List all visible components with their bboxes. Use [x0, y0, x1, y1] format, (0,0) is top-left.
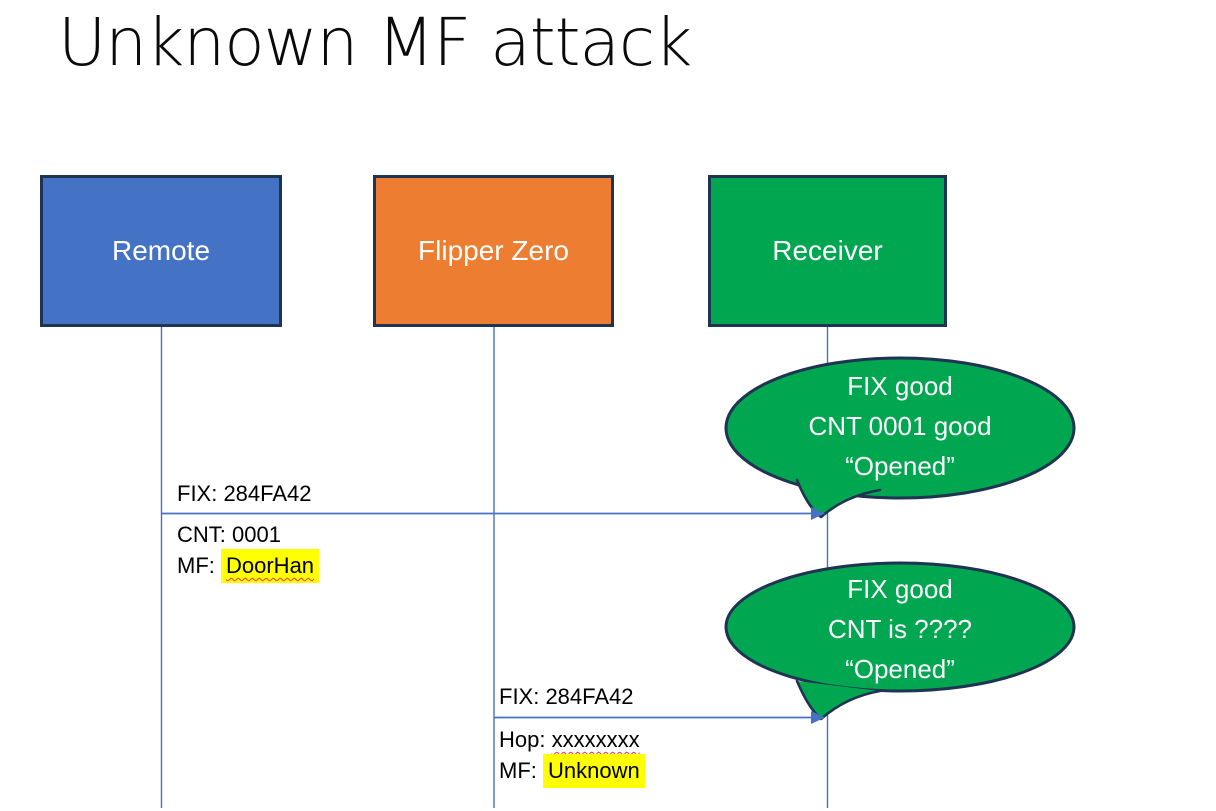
bubble2-line1: FIX good	[847, 574, 953, 604]
bubble2-line2: CNT is ????	[827, 614, 973, 644]
message-arrow-2-head	[811, 711, 825, 724]
message1-mf-label: MF: DoorHan	[177, 549, 320, 583]
speech-bubble-second-body	[724, 561, 1076, 693]
message2-hop-value: xxxxxxxx	[551, 727, 640, 752]
message1-cnt-label: CNT: 0001	[177, 522, 281, 547]
actor-label-flipper-zero: Flipper Zero	[418, 235, 569, 266]
speech-bubble-second	[724, 561, 1076, 721]
actor-box-receiver: Receiver	[708, 175, 947, 327]
actor-label-remote: Remote	[111, 235, 211, 266]
message1-mf-value-highlighted: DoorHan	[221, 549, 320, 583]
message1-mf-prefix: MF:	[177, 553, 221, 578]
message-arrow-1-head	[811, 507, 825, 520]
bubble1-line2: CNT 0001 good	[808, 411, 992, 441]
bubble2-line3: “Opened”	[845, 654, 955, 684]
actor-box-flipper-zero: Flipper Zero	[373, 175, 614, 327]
message-arrow-remote-to-receiver	[161, 507, 825, 520]
actor-label-receiver: Receiver	[772, 235, 883, 266]
message2-hop-label: Hop: xxxxxxxx	[499, 726, 640, 754]
message2-hop-prefix: Hop:	[499, 727, 552, 752]
message1-fix-label: FIX: 284FA42	[177, 481, 312, 506]
message2-mf-label: MF: Unknown	[499, 754, 645, 788]
slide-title: Unknown MF attack	[58, 4, 692, 81]
speech-bubble-first	[724, 356, 1076, 519]
message-arrow-flipper-to-receiver	[494, 711, 825, 724]
speech-bubble-first-text: FIX good CNT 0001 good “Opened”	[735, 366, 1065, 486]
bubble1-line3: “Opened”	[845, 451, 955, 481]
speech-bubble-first-tail	[795, 478, 882, 519]
message2-fix-label: FIX: 284FA42	[499, 684, 634, 709]
speech-bubble-second-text: FIX good CNT is ???? “Opened”	[735, 569, 1065, 689]
actor-box-remote: Remote	[40, 175, 282, 327]
bubble1-line1: FIX good	[847, 371, 953, 401]
message2-mf-prefix: MF:	[499, 758, 543, 783]
speech-bubble-first-body	[724, 356, 1076, 500]
message2-mf-value-highlighted: Unknown	[543, 754, 645, 788]
